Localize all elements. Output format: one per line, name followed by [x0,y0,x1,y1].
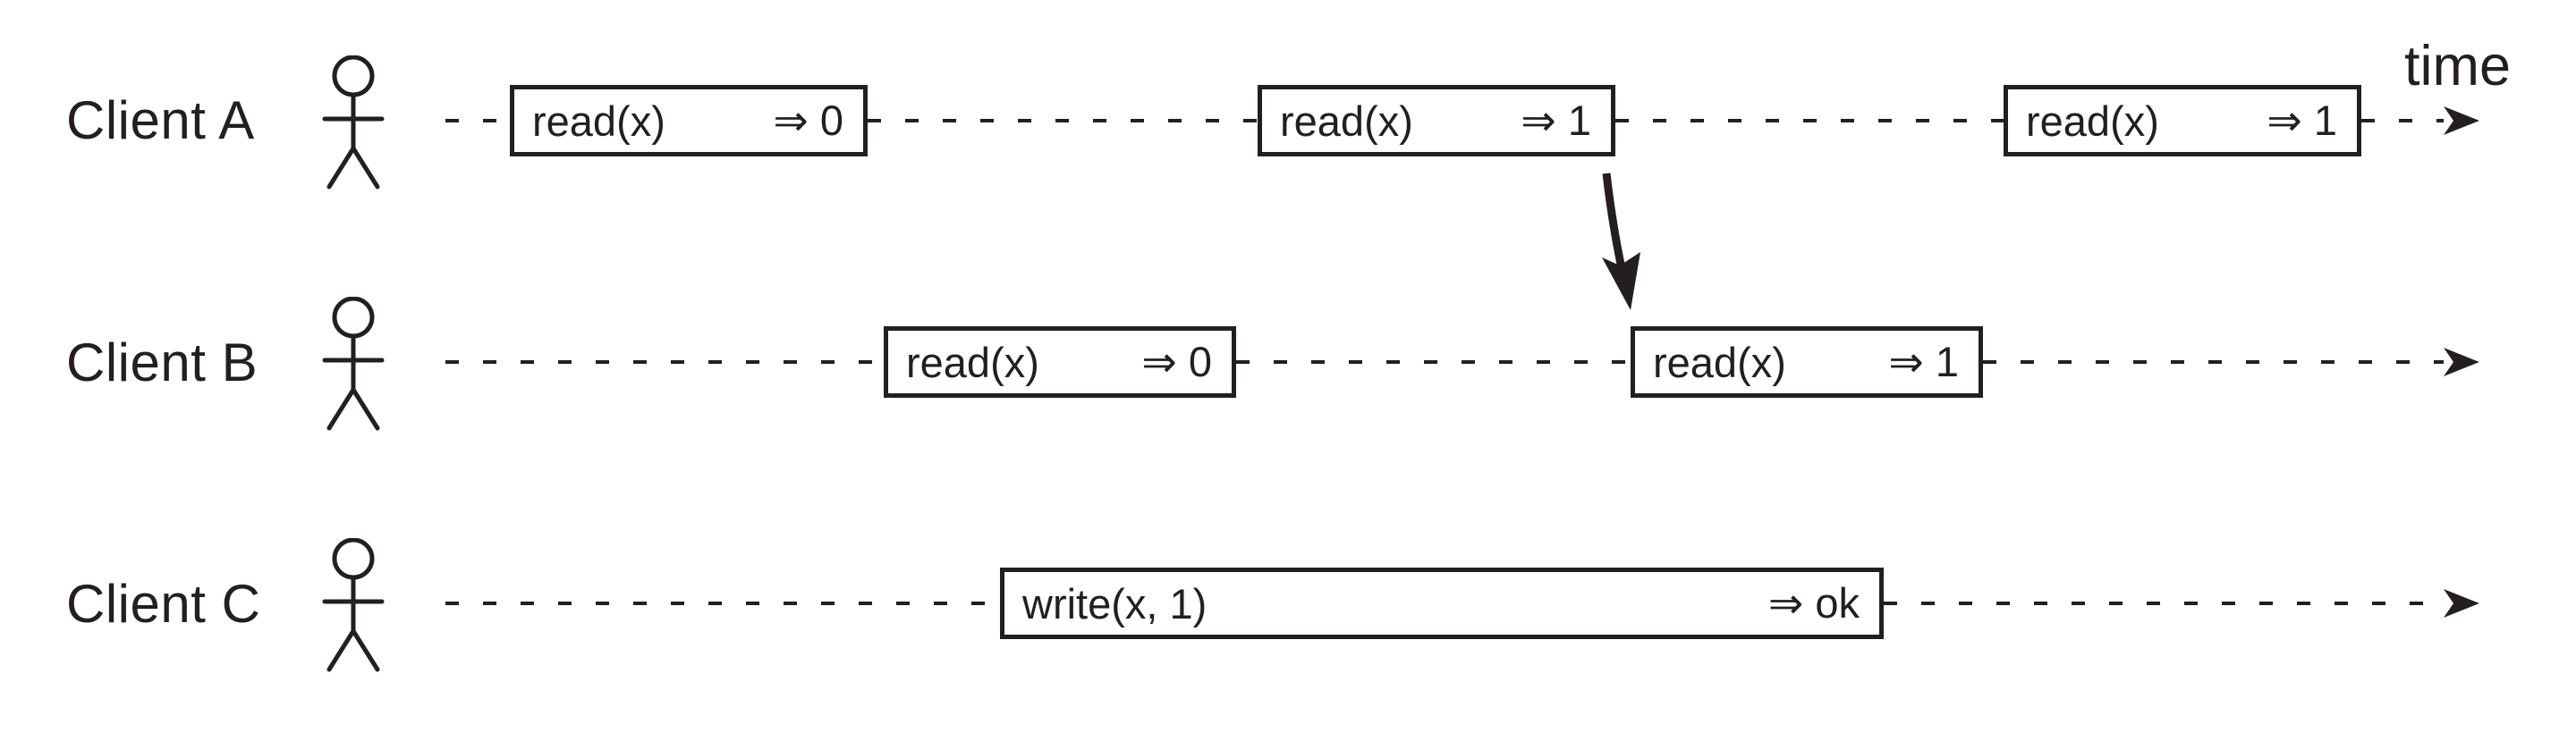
timeline-arrowhead-icon [2444,348,2479,376]
timeline-arrowhead-icon [2444,106,2479,135]
client-c-label: Client C [66,573,261,634]
result-label: ⇒ 1 [1521,97,1591,144]
event-box-write: write(x, 1) ⇒ ok [1000,568,1884,639]
client-b-label: Client B [66,332,258,392]
person-icon [322,55,385,189]
operation-label: read(x) [1280,97,1413,145]
timeline-dash [1983,360,2444,364]
time-axis-label: time [2404,35,2512,97]
event-box-read: read(x) ⇒ 1 [2004,85,2361,156]
result-label: ⇒ 0 [773,97,843,144]
timeline-dash [1615,119,2004,122]
timeline-dash [868,119,1258,122]
client-a-label: Client A [66,89,255,150]
timeline-arrowhead-icon [2444,589,2479,618]
operation-label: read(x) [532,97,665,145]
event-box-read: read(x) ⇒ 1 [1631,326,1983,398]
timeline-dash [1236,360,1631,364]
timeline-dash [445,602,1000,605]
result-label: ⇒ ok [1767,579,1860,627]
timeline-dash [1884,602,2444,605]
operation-label: read(x) [1653,338,1786,386]
event-box-read: read(x) ⇒ 1 [1258,85,1615,156]
event-box-read: read(x) ⇒ 0 [510,85,868,156]
operation-label: read(x) [906,338,1039,386]
timeline-dash [445,119,510,122]
operation-label: write(x, 1) [1022,579,1208,627]
event-box-read: read(x) ⇒ 0 [884,326,1236,398]
result-label: ⇒ 1 [2267,97,2337,144]
result-label: ⇒ 1 [1888,338,1959,385]
result-label: ⇒ 0 [1141,338,1212,385]
timeline-dash [445,360,884,364]
timeline-dash [2361,119,2444,122]
operation-label: read(x) [2026,97,2159,145]
person-icon [322,297,385,431]
person-icon [322,538,385,672]
